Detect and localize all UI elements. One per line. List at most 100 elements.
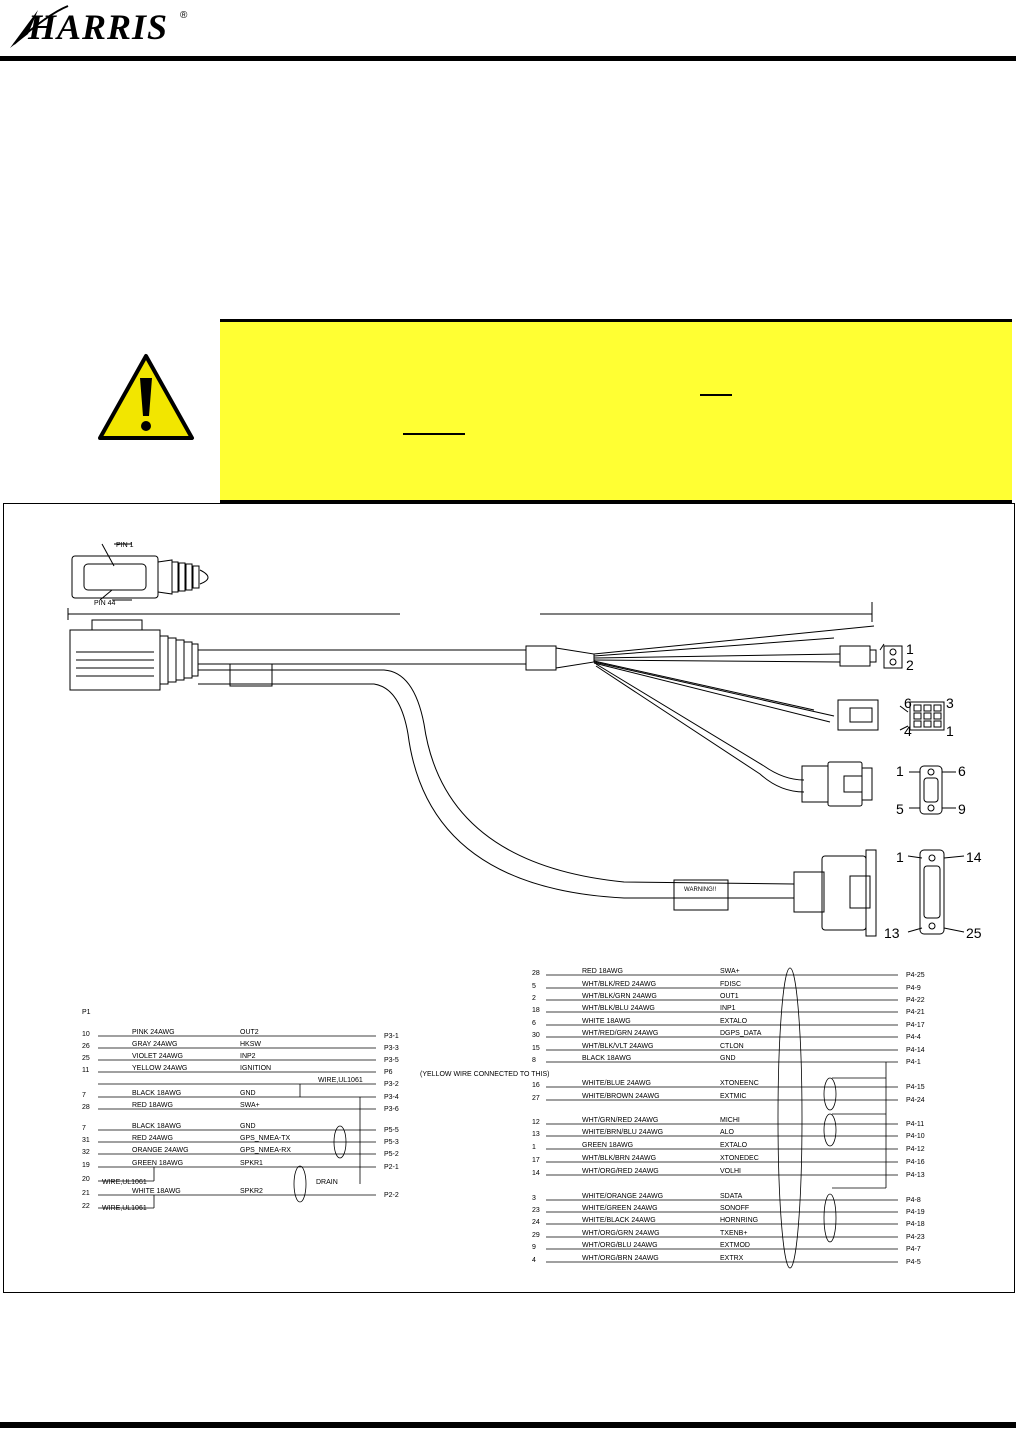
dest-label: P4-22 xyxy=(906,997,925,1004)
signal-label: INP1 xyxy=(720,1005,736,1012)
wire-label: WHT/ORG/RED 24AWG xyxy=(582,1168,659,1175)
pin-number: 10 xyxy=(82,1031,90,1038)
wire-label: WHT/RED/GRN 24AWG xyxy=(582,1030,658,1037)
signal-label: SPKR2 xyxy=(240,1188,263,1195)
dest-label: P4-17 xyxy=(906,1022,925,1029)
dest-label: P4-16 xyxy=(906,1159,925,1166)
yellow-note: (YELLOW WIRE CONNECTED TO THIS) xyxy=(420,1071,550,1078)
signal-label: GPS_NMEA-TX xyxy=(240,1135,291,1142)
p4-pin-label: 14 xyxy=(966,849,982,865)
signal-label: MICHI xyxy=(720,1117,740,1124)
wire-label: ORANGE 24AWG xyxy=(132,1147,189,1154)
p5-pin-label: 6 xyxy=(904,695,912,711)
shield-ellipse xyxy=(823,1077,837,1111)
p5-connector xyxy=(837,699,879,731)
signal-label: ALO xyxy=(720,1129,735,1136)
cable-diagram: PIN 1 PIN 44 1 2 6 3 4 1 1 6 5 9 1 14 13… xyxy=(67,542,982,1269)
p2-pin-label: 9 xyxy=(958,801,966,817)
p4-connector-boot xyxy=(793,871,825,913)
wire-label: GREEN 18AWG xyxy=(132,1160,183,1167)
pin-number: 1 xyxy=(532,1144,536,1151)
wire-label: WHITE/ORANGE 24AWG xyxy=(582,1193,663,1200)
pin-number: 13 xyxy=(532,1131,540,1138)
signal-label: OUT1 xyxy=(720,993,739,1000)
p5-pin-label: 1 xyxy=(946,723,954,739)
dest-label: P2-2 xyxy=(384,1192,399,1199)
signal-label: DGPS_DATA xyxy=(720,1030,762,1037)
pin-number: 31 xyxy=(82,1137,90,1144)
dest-label: P4-23 xyxy=(906,1234,925,1241)
signal-label: SONOFF xyxy=(720,1205,749,1212)
pin-number: 4 xyxy=(532,1257,536,1264)
shield-ellipse xyxy=(333,1125,347,1159)
wire-label: RED 18AWG xyxy=(582,968,623,975)
signal-label: EXTALO xyxy=(720,1142,748,1149)
wire-label: VIOLET 24AWG xyxy=(132,1053,183,1060)
wire-label: BLACK 18AWG xyxy=(132,1123,181,1130)
dest-label: P4-21 xyxy=(906,1009,925,1016)
dest-label: P4-4 xyxy=(906,1034,921,1041)
dest-label: P4-9 xyxy=(906,985,921,992)
wire-label: WHITE/BLACK 24AWG xyxy=(582,1217,656,1224)
wire-label: RED 24AWG xyxy=(132,1135,173,1142)
signal-label: EXTALO xyxy=(720,1018,748,1025)
pin1-label: PIN 1 xyxy=(116,542,134,549)
pin-number: 23 xyxy=(532,1207,540,1214)
dest-label: P4-15 xyxy=(906,1084,925,1091)
wire-label: BLACK 18AWG xyxy=(582,1055,631,1062)
pin-number: 25 xyxy=(82,1055,90,1062)
p5-pin-label: 4 xyxy=(904,723,912,739)
p3-connector xyxy=(839,645,871,667)
signal-label: IGNITION xyxy=(240,1065,271,1072)
wire-ul-label: WIRE,UL1061 xyxy=(102,1205,147,1212)
dest-label: P4-5 xyxy=(906,1259,921,1266)
dest-label: P6 xyxy=(384,1069,393,1076)
signal-label: OUT2 xyxy=(240,1029,259,1036)
pin-number: 18 xyxy=(532,1007,540,1014)
wire-label: WHT/BLK/BRN 24AWG xyxy=(582,1155,656,1162)
pin-number: 5 xyxy=(532,983,536,990)
signal-label: EXTRX xyxy=(720,1255,744,1262)
pin-number: 6 xyxy=(532,1020,536,1027)
signal-label: EXTMOD xyxy=(720,1242,750,1249)
pin-number: 28 xyxy=(82,1104,90,1111)
dest-label: P4-25 xyxy=(906,972,925,979)
shield-ellipse xyxy=(777,967,803,1269)
wire-label: WHITE/BLUE 24AWG xyxy=(582,1080,651,1087)
main-connector-body xyxy=(71,555,159,599)
pin-number: 12 xyxy=(532,1119,540,1126)
pin-number: 20 xyxy=(82,1176,90,1183)
shield-ellipse xyxy=(823,1113,837,1147)
signal-label: XTONEDEC xyxy=(720,1155,759,1162)
wire-label: WHITE/BROWN 24AWG xyxy=(582,1093,660,1100)
wire-label: GRAY 24AWG xyxy=(132,1041,177,1048)
dest-label: P4-13 xyxy=(906,1172,925,1179)
pin44-label: PIN 44 xyxy=(94,600,116,607)
p2-connector-shell xyxy=(801,765,829,803)
signal-label: CTLON xyxy=(720,1043,744,1050)
signal-label: GND xyxy=(240,1123,256,1130)
wire-label: WHT/BLK/VLT 24AWG xyxy=(582,1043,653,1050)
pin-number: 21 xyxy=(82,1190,90,1197)
pin-number: 2 xyxy=(532,995,536,1002)
dest-label: P4-11 xyxy=(906,1121,924,1128)
header-rule xyxy=(0,56,1016,61)
p2-pin-label: 6 xyxy=(958,763,966,779)
p5-pin-label: 3 xyxy=(946,695,954,711)
logo-text: HARRIS xyxy=(28,7,169,47)
signal-label: GND xyxy=(240,1090,256,1097)
dest-label: P4-24 xyxy=(906,1097,925,1104)
pin-number: 8 xyxy=(532,1057,536,1064)
signal-label: FDISC xyxy=(720,981,741,988)
signal-label: XTONEENC xyxy=(720,1080,759,1087)
signal-label: TXENB+ xyxy=(720,1230,747,1237)
schematic-title: P1 xyxy=(82,1009,91,1016)
pin-number: 19 xyxy=(82,1162,90,1169)
wire-label: WHT/BLK/BLU 24AWG xyxy=(582,1005,655,1012)
strain-relief xyxy=(171,561,209,593)
pin-number: 29 xyxy=(532,1232,540,1239)
cable-warning-tag xyxy=(673,879,729,911)
main-connector-face xyxy=(83,563,147,591)
harris-logo: HARRIS ® xyxy=(8,4,188,50)
